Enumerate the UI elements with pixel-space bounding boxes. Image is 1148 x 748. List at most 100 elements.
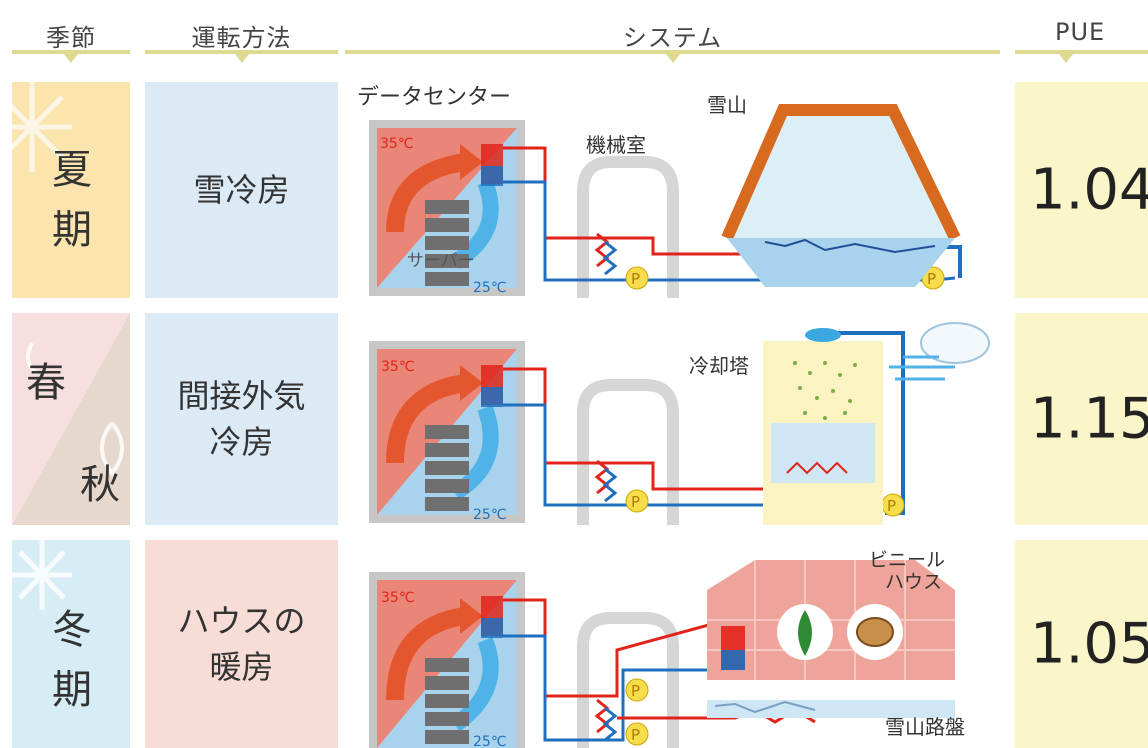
- server-rack-icon: [425, 200, 469, 286]
- header-method: 運転方法: [145, 0, 338, 63]
- temp-hot-label: 35℃: [381, 359, 415, 375]
- header-pue-label: PUE: [1055, 18, 1106, 46]
- header-pointer: [665, 54, 680, 63]
- temp-cold-label: 25℃: [473, 280, 507, 296]
- heat-exchanger-icon: [594, 232, 618, 276]
- leaf-icon: [26, 342, 124, 477]
- snowflake-icon: [12, 540, 72, 610]
- temp-hot-label: 35℃: [380, 136, 414, 152]
- method-winter-cell: ハウスの 暖房: [145, 540, 338, 748]
- pue-summer-cell: 1.04: [1015, 82, 1148, 298]
- pump-icon: P: [625, 266, 649, 290]
- pump-icon: P: [921, 266, 945, 290]
- heat-exchanger-icon: [594, 459, 618, 503]
- cold-water-pipe: [503, 403, 885, 507]
- season-char: 期: [52, 207, 92, 253]
- hot-air-arrow-head: [460, 144, 483, 180]
- pue-value: 1.04: [1030, 157, 1148, 223]
- header-system: システム: [345, 0, 1000, 63]
- pue-value: 1.05: [1030, 611, 1148, 677]
- pump-label: P: [887, 497, 896, 515]
- method-label: 間接外気 冷房: [177, 376, 306, 461]
- season-summer-cell: 夏 期: [12, 82, 130, 298]
- header-divider: [145, 50, 338, 54]
- hot-water-pipe: [503, 598, 728, 698]
- vegetable-icon: [777, 604, 833, 660]
- pump-label: P: [927, 270, 936, 288]
- season-winter-cell: 冬 期: [12, 540, 130, 748]
- pump-label: P: [631, 270, 640, 288]
- server-label: サーバー: [407, 251, 475, 271]
- snow-roadbed-label: 雪山路盤: [885, 715, 965, 739]
- header-season-label: 季節: [46, 24, 96, 52]
- season-char: 期: [52, 667, 92, 713]
- season-char: 冬: [52, 607, 92, 653]
- pump-label: P: [631, 682, 640, 700]
- hot-air-arrow: [386, 153, 467, 233]
- season-char: 秋: [80, 462, 120, 508]
- cooling-coil: [786, 461, 848, 475]
- pue-spring-autumn-cell: 1.15: [1015, 313, 1148, 525]
- temp-cold-label: 25℃: [473, 507, 507, 523]
- heat-exchanger-coil-icon: [481, 596, 503, 638]
- snow-roadbed: [707, 700, 955, 718]
- system-diagram-spring-autumn: 35℃ 25℃ P P: [355, 313, 1005, 525]
- wind-cloud-icon: [889, 322, 990, 381]
- heat-exchanger-icon: [594, 698, 618, 742]
- cold-water-return: [945, 245, 962, 278]
- season-spring-autumn-cell: 春 秋: [12, 313, 130, 525]
- season-split-background: [12, 313, 130, 525]
- hot-air-arrow-head: [460, 365, 483, 401]
- greenhouse-label-line2: ハウス: [885, 571, 942, 593]
- pump-icon: P: [625, 722, 649, 746]
- pump-label: P: [631, 493, 640, 511]
- machine-room: [577, 156, 679, 298]
- snowflake-icon: [12, 82, 72, 172]
- method-label: 雪冷房: [193, 170, 290, 209]
- snow-mountain-label: 雪山: [707, 93, 747, 117]
- cooling-tower: [763, 328, 883, 525]
- system-diagram-summer: データセンター 35℃ 25℃ サーバー 機械室: [355, 82, 1005, 298]
- system-diagram-winter: 35℃ 25℃ P P: [355, 540, 1005, 748]
- heat-exchanger-coil-icon: [481, 365, 503, 407]
- season-char: 夏: [52, 147, 92, 193]
- header-divider: [345, 50, 1000, 54]
- cooling-tower-label: 冷却塔: [689, 354, 749, 378]
- hot-air-arrow: [386, 607, 467, 701]
- header-system-label: システム: [622, 24, 723, 52]
- header-divider: [12, 50, 130, 54]
- server-rack-icon: [425, 658, 469, 744]
- greenhouse-label-line1: ビニール: [869, 549, 945, 571]
- header-method-label: 運転方法: [191, 24, 292, 52]
- server-rack-icon: [425, 425, 469, 511]
- shiitake-icon: [847, 604, 903, 660]
- method-summer-cell: 雪冷房: [145, 82, 338, 298]
- temp-cold-label: 25℃: [473, 734, 507, 748]
- snow-mountain: [721, 104, 961, 287]
- machine-room-label: 機械室: [586, 133, 646, 157]
- header-season: 季節: [12, 0, 130, 63]
- pump-icon: P: [625, 489, 649, 513]
- cold-water-pipe: [503, 634, 727, 742]
- header-divider: [1015, 50, 1148, 54]
- melt-water-line: [764, 238, 936, 254]
- pump-icon: P: [881, 493, 905, 517]
- method-spring-autumn-cell: 間接外気 冷房: [145, 313, 338, 525]
- datacenter-label: データセンター: [357, 85, 511, 110]
- header-pointer: [1058, 54, 1073, 63]
- temp-hot-label: 35℃: [381, 590, 415, 606]
- hot-air-arrow-head: [460, 598, 483, 634]
- header-pointer: [234, 54, 249, 63]
- machine-room: [577, 379, 679, 525]
- water-spray: [793, 361, 857, 420]
- pue-value: 1.15: [1030, 386, 1148, 452]
- header-pue: PUE: [1015, 0, 1148, 63]
- heat-exchanger-coil-icon: [481, 144, 503, 186]
- hot-air-arrow: [386, 374, 467, 464]
- header-pointer: [64, 54, 78, 63]
- pue-winter-cell: 1.05: [1015, 540, 1148, 748]
- season-char: 春: [26, 360, 66, 406]
- method-label: ハウスの 暖房: [177, 601, 306, 686]
- pump-label: P: [631, 726, 640, 744]
- heater-coil-icon: [721, 626, 745, 670]
